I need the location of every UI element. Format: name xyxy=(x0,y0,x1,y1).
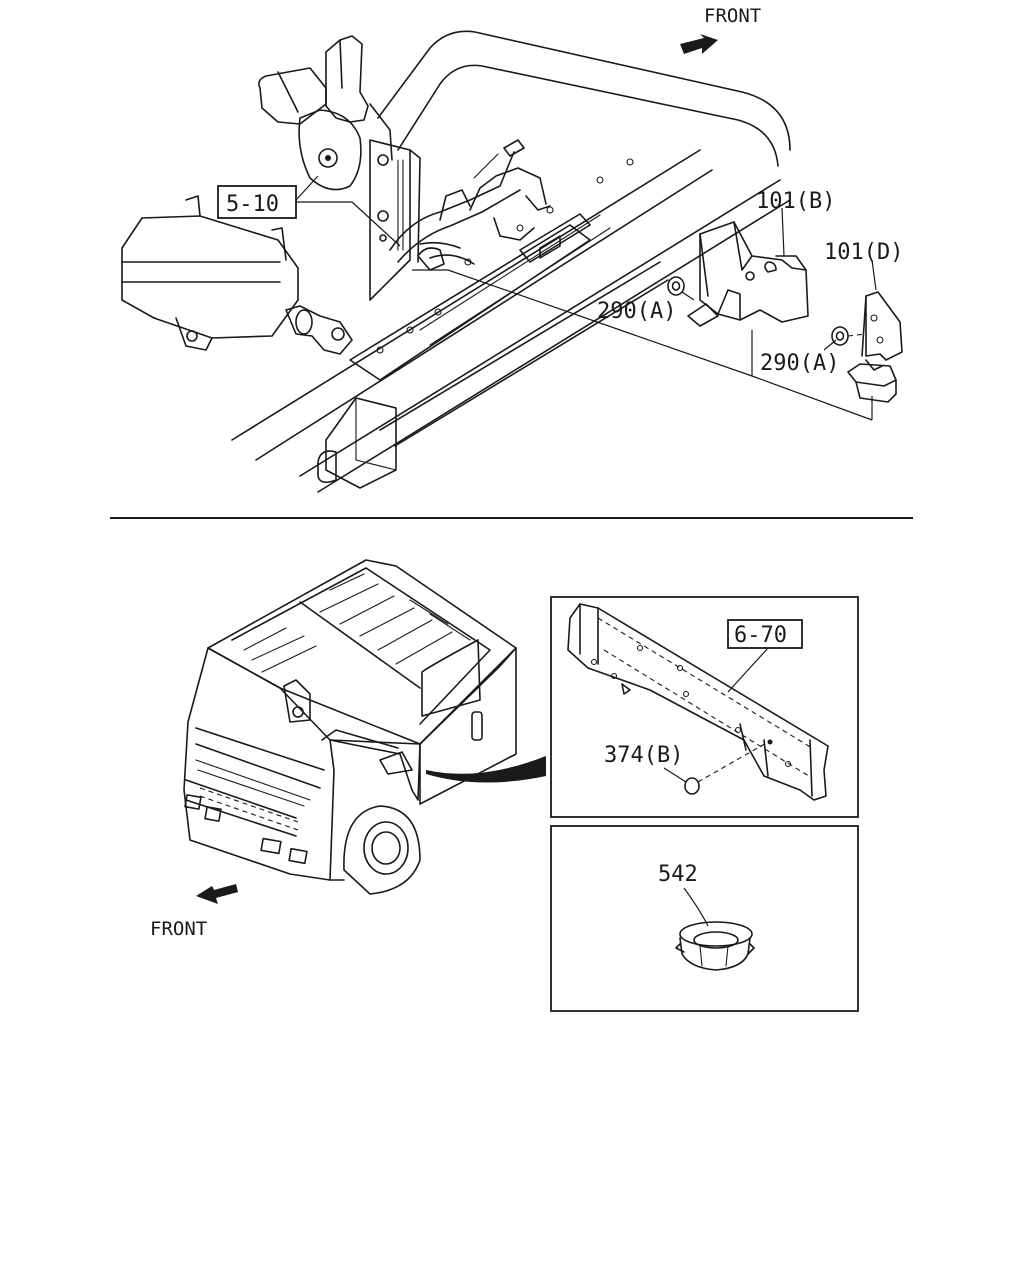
callout-6-70: 6-70 xyxy=(734,623,787,648)
frame-rail-detail xyxy=(567,603,829,801)
ref-box-6-70 xyxy=(727,619,803,649)
leader-542 xyxy=(683,887,709,927)
callout-290a-lower: 290(A) xyxy=(760,351,839,376)
callout-101d: 101(D) xyxy=(824,240,903,265)
wiring-harness xyxy=(389,139,551,271)
truck-cab xyxy=(183,559,546,895)
callout-5-10: 5-10 xyxy=(226,192,279,217)
plug-374b xyxy=(684,741,769,795)
callout-290a-upper: 290(A) xyxy=(597,299,676,324)
front-label-top: FRONT xyxy=(704,5,761,27)
engine-mount xyxy=(258,35,393,191)
frame-rail-loop xyxy=(377,30,791,167)
upright-bracket xyxy=(369,139,421,301)
callout-542: 542 xyxy=(658,862,698,887)
bracket-101b xyxy=(687,221,809,327)
front-label-bottom: FRONT xyxy=(150,918,207,940)
nut-290a-upper xyxy=(667,276,685,296)
leader-6-70 xyxy=(727,647,769,693)
upper-chassis-view: FRONT xyxy=(121,5,903,493)
callout-374b: 374(B) xyxy=(604,743,683,768)
front-arrow-icon xyxy=(680,34,718,54)
lower-cab-view: FRONT 6-70 374(B) xyxy=(150,559,859,1012)
callout-101b: 101(B) xyxy=(756,189,835,214)
grommet-542 xyxy=(675,921,755,971)
bracket-101d xyxy=(847,291,903,403)
leader-374b xyxy=(663,767,687,783)
detail-box-frame-rail xyxy=(550,596,859,818)
ref-box-5-10 xyxy=(217,185,297,219)
nut-290a-lower xyxy=(831,326,867,346)
chassis-frame xyxy=(231,149,791,493)
actuator-housing xyxy=(121,195,353,355)
detail-box-grommet xyxy=(550,825,859,1012)
leader-lines-top xyxy=(295,175,877,421)
front-arrow-icon-bottom xyxy=(196,884,238,904)
